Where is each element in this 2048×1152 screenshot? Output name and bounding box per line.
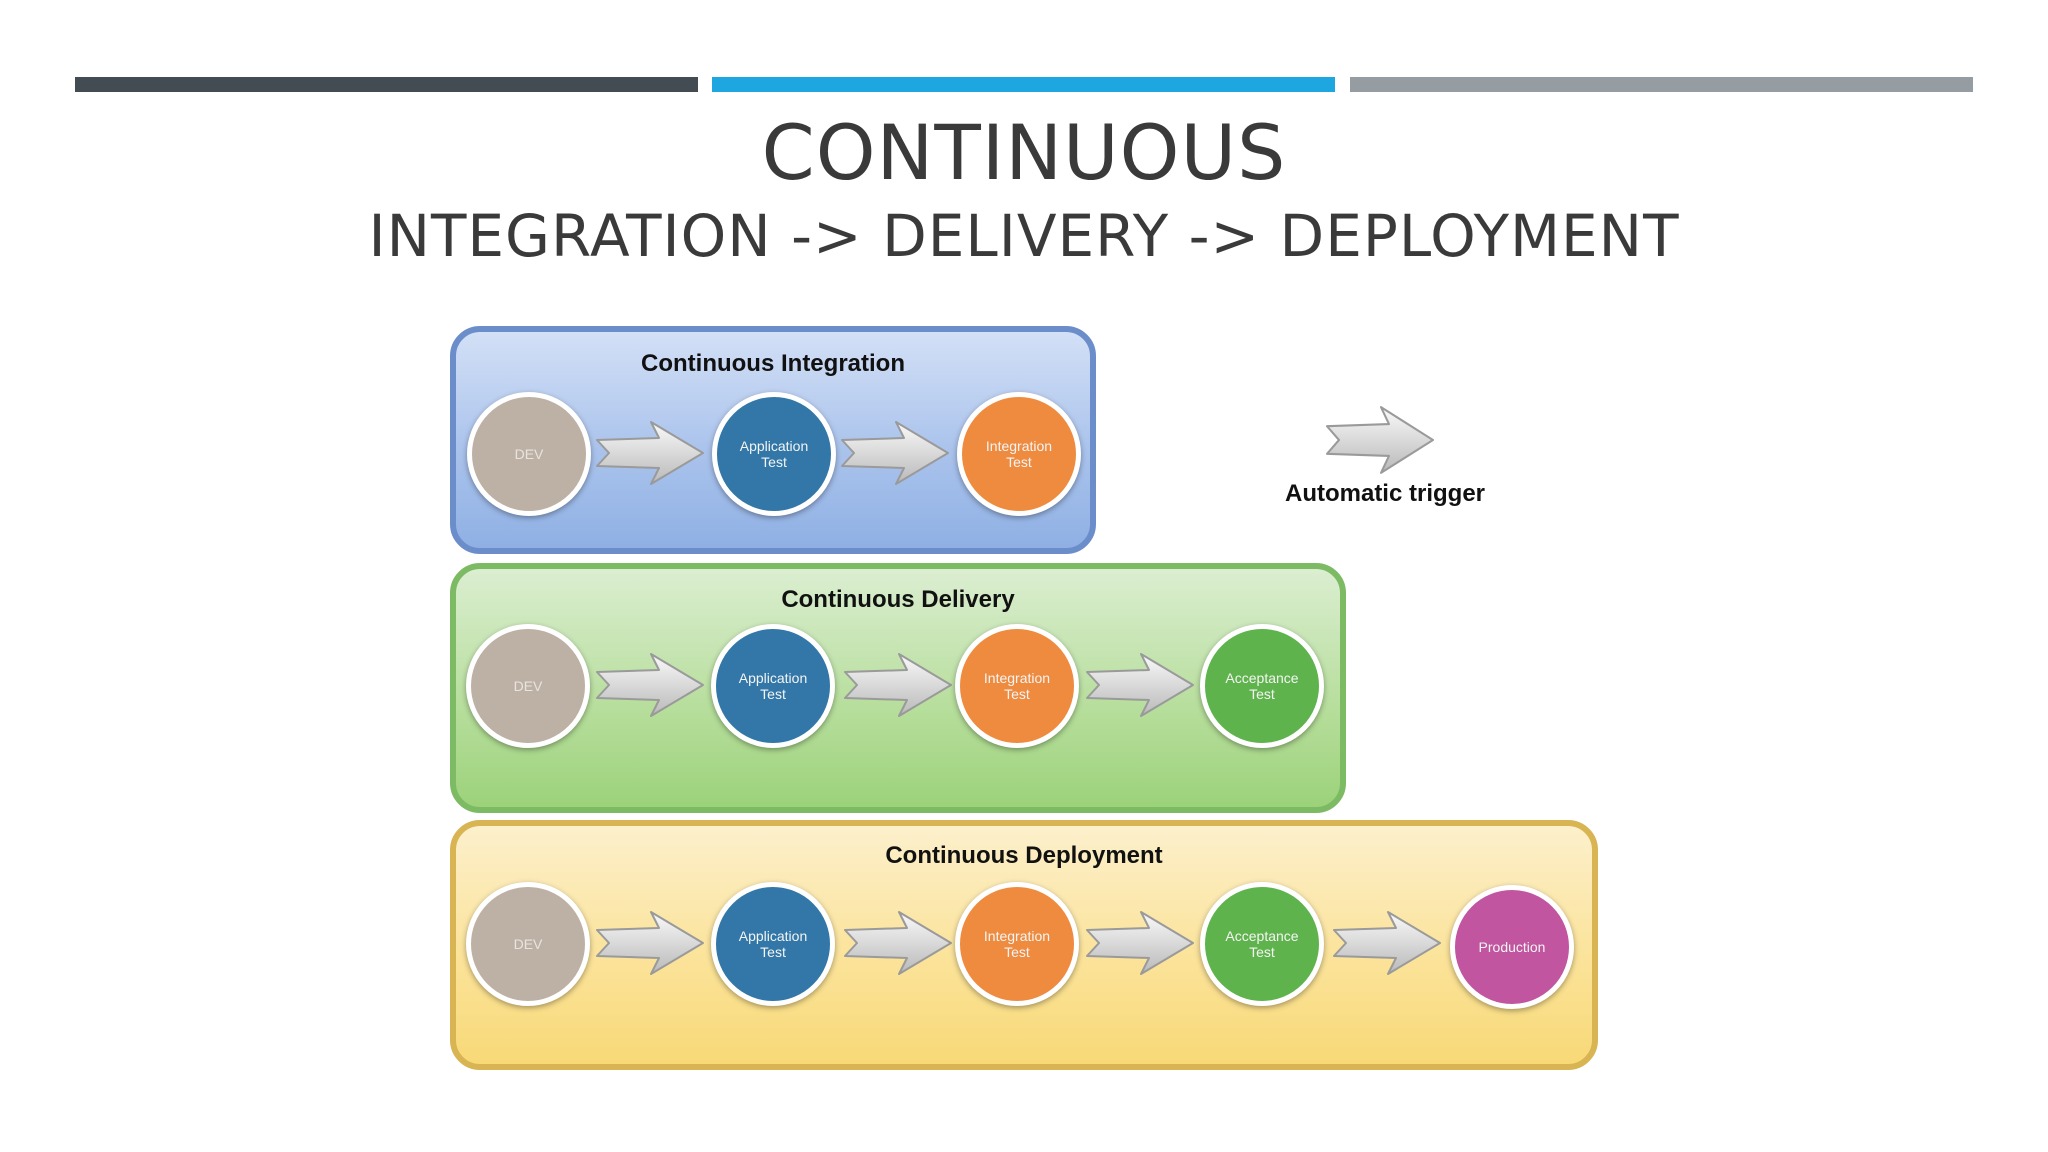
node-label: Acceptance <box>1225 928 1299 944</box>
node-label: Test <box>1249 944 1275 960</box>
slide-title: CONTINUOUS <box>761 108 1287 197</box>
node-label: DEV <box>514 446 544 462</box>
dev-node: DEV <box>466 882 590 1006</box>
panel-title: Continuous Integration <box>641 350 905 377</box>
top-bar-gray <box>1350 77 1973 92</box>
node-label: Integration <box>983 670 1051 686</box>
node-label: Application <box>739 438 809 454</box>
top-bar-blue <box>712 77 1335 92</box>
production-node: Production <box>1450 885 1574 1009</box>
arrow-icon <box>1085 910 1195 976</box>
arrow-icon <box>843 652 953 718</box>
node-label: DEV <box>513 678 543 694</box>
node-label: Test <box>1006 454 1032 470</box>
node-label: Integration <box>985 438 1053 454</box>
node-label: Test <box>760 944 786 960</box>
arrow-icon <box>840 420 950 486</box>
arrow-icon <box>843 910 953 976</box>
node-label: Test <box>760 686 786 702</box>
top-bar-dark <box>75 77 698 92</box>
arrow-icon <box>595 910 705 976</box>
dev-node: DEV <box>467 392 591 516</box>
node-label: Application <box>738 670 808 686</box>
arrow-icon <box>1085 652 1195 718</box>
automatic-trigger-arrow-icon <box>1325 405 1435 475</box>
node-label: Test <box>761 454 787 470</box>
legend-label: Automatic trigger <box>1284 480 1485 507</box>
node-label: Acceptance <box>1225 670 1299 686</box>
node-label: Test <box>1249 686 1275 702</box>
arrow-icon <box>1332 910 1442 976</box>
node-label: DEV <box>513 936 543 952</box>
panel-title: Continuous Delivery <box>781 586 1015 613</box>
panel-title: Continuous Deployment <box>885 842 1163 869</box>
node-label: Test <box>1004 944 1030 960</box>
arrow-icon <box>595 652 705 718</box>
node-label: Application <box>738 928 808 944</box>
arrow-icon <box>595 420 705 486</box>
node-label: Integration <box>983 928 1051 944</box>
node-label: Test <box>1004 686 1030 702</box>
slide-subtitle: INTEGRATION -> DELIVERY -> DEPLOYMENT <box>368 202 1680 270</box>
node-label: Production <box>1478 939 1546 955</box>
dev-node: DEV <box>466 624 590 748</box>
